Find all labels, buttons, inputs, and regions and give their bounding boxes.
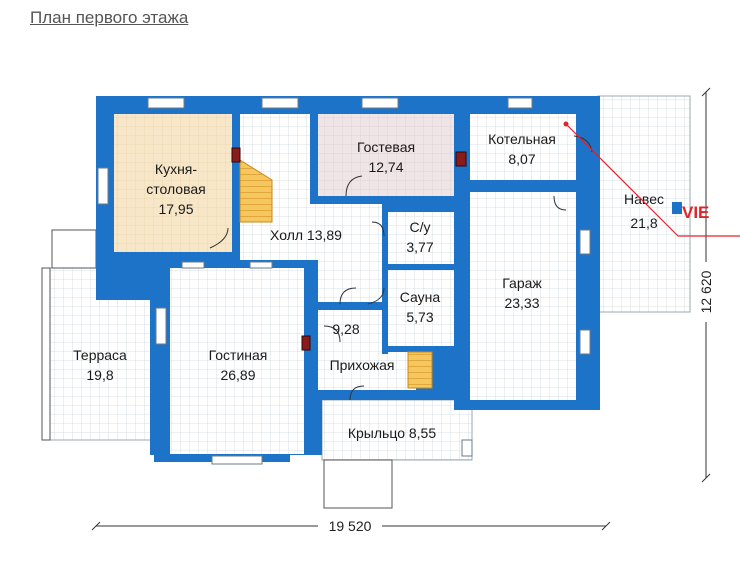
- canopy-area: 21,8: [630, 215, 657, 231]
- garage-label: Гараж: [502, 275, 542, 291]
- terrace-area: 19,8: [86, 367, 113, 383]
- wall: [310, 196, 460, 204]
- kitchen-floor: [114, 114, 232, 252]
- guest-label: Гостевая: [357, 139, 415, 155]
- porch-label: Крыльцо 8,55: [348, 425, 436, 441]
- wc-floor: [388, 212, 454, 264]
- wall: [232, 110, 240, 252]
- watermark-dot: [563, 121, 569, 127]
- guest-floor: [318, 114, 454, 196]
- width-dimension-gap: [318, 518, 382, 534]
- watermark-icon: [672, 202, 682, 214]
- garage-floor: [470, 192, 576, 400]
- door-swings: [209, 135, 593, 401]
- plan-title: План первого этажа: [30, 8, 189, 27]
- terrace-steps: [51, 229, 97, 269]
- wall: [154, 252, 170, 462]
- wall: [382, 264, 458, 270]
- living-floor: [170, 268, 304, 454]
- boiler-floor: [470, 114, 576, 180]
- main-staircase: [239, 159, 273, 223]
- wall: [310, 110, 318, 204]
- wall: [114, 252, 154, 260]
- kitchen-label: Кухня-столовая: [146, 161, 206, 197]
- garage-area: 23,33: [504, 295, 539, 311]
- watermark-text: VIE: [682, 203, 709, 222]
- wall: [470, 180, 576, 192]
- wall: [304, 302, 388, 310]
- wall: [382, 346, 458, 352]
- depth-dimension: 12 620: [698, 270, 714, 313]
- canopy-label: Навес: [624, 191, 664, 207]
- boiler-area: 8,07: [508, 151, 535, 167]
- boiler-label: Котельная: [488, 131, 556, 147]
- wall: [382, 204, 388, 354]
- wall: [576, 110, 598, 410]
- kitchen-area: 17,95: [158, 201, 193, 217]
- terrace-rail: [41, 267, 51, 441]
- wall: [454, 110, 470, 410]
- terrace-label: Терраса: [73, 347, 127, 363]
- vestibule-area-label: 9,28: [332, 321, 359, 337]
- vestibule-staircase: [407, 351, 433, 389]
- windows: [97, 97, 591, 465]
- sauna-label: Сауна: [400, 289, 441, 305]
- width-dimension: 19 520: [329, 518, 372, 534]
- furnace-marks: [231, 147, 467, 351]
- wc-area: 3,77: [406, 239, 433, 255]
- porch-steps: [323, 459, 393, 509]
- sauna-area: 5,73: [406, 309, 433, 325]
- watermark-pointer: [565, 123, 740, 237]
- living-area: 26,89: [220, 367, 255, 383]
- wall: [304, 260, 318, 400]
- depth-dimension-gap: [698, 262, 714, 322]
- hall-label: Холл 13,89: [270, 227, 342, 243]
- living-label: Гостиная: [209, 347, 268, 363]
- vestibule-label: Прихожая: [330, 357, 395, 373]
- wall: [154, 260, 318, 268]
- wall: [304, 390, 454, 400]
- wc-label: С/у: [410, 219, 431, 235]
- guest-area: 12,74: [368, 159, 403, 175]
